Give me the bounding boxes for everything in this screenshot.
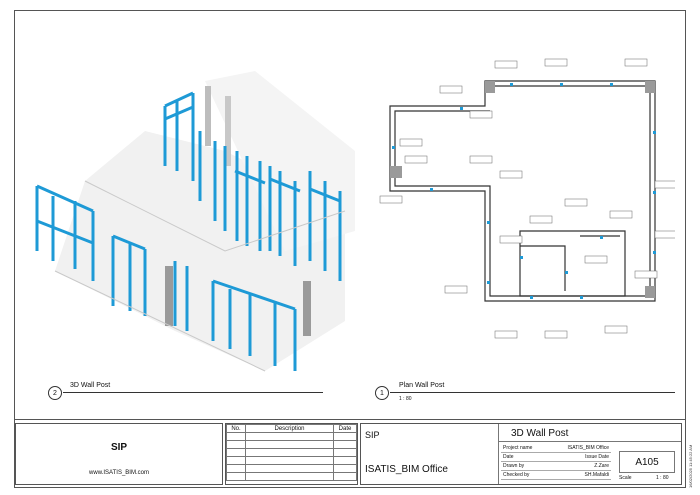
view-plan-wall-post[interactable] xyxy=(370,51,678,363)
table-row xyxy=(226,432,357,441)
table-row xyxy=(226,464,357,473)
revision-table-box: No. Description Date xyxy=(225,423,358,485)
meta-value: Issue Date xyxy=(547,452,611,462)
floor-plan xyxy=(379,58,678,339)
company-name: SIP xyxy=(110,442,128,453)
company-box: SIP www.ISATIS_BIM.com xyxy=(15,423,223,485)
table-row xyxy=(226,456,357,465)
table-row xyxy=(226,440,357,449)
title-divider-horizontal xyxy=(498,441,681,442)
meta-label: Project name xyxy=(501,444,548,453)
project-name: ISATIS_BIM Office xyxy=(365,464,448,475)
revision-header-description: Description xyxy=(245,424,334,433)
meta-value: SH.Mafaldi xyxy=(547,470,611,480)
view-scale-right: 1 : 80 xyxy=(399,396,412,402)
sheet-title: 3D Wall Post xyxy=(511,428,569,439)
title-block: SIP www.ISATIS_BIM.com No. Description D… xyxy=(15,419,685,488)
meta-label: Drawn by xyxy=(501,461,548,471)
scale-value: 1 : 80 xyxy=(656,475,669,481)
sheet-number: A105 xyxy=(619,451,675,473)
drawing-area: 2 3D Wall Post 1 Plan Wall Post 1 : 80 xyxy=(15,11,685,419)
view-3d-wall-post[interactable] xyxy=(25,71,355,391)
isometric-model xyxy=(35,71,355,372)
view-title-underline-left xyxy=(63,392,323,393)
revision-header-date: Date xyxy=(333,424,357,433)
title-divider-vertical xyxy=(498,424,499,484)
meta-label: Checked by xyxy=(501,470,548,480)
company-website[interactable]: www.ISATIS_BIM.com xyxy=(89,470,149,476)
view-title-underline-right xyxy=(390,392,675,393)
drawing-sheet: 2 3D Wall Post 1 Plan Wall Post 1 : 80 S… xyxy=(14,10,686,488)
meta-value: Z.Zare xyxy=(547,461,611,471)
revision-table: No. Description Date xyxy=(226,424,357,481)
sheet-info-box: SIP ISATIS_BIM Office 3D Wall Post Proje… xyxy=(360,423,682,485)
revision-header-no: No. xyxy=(226,424,246,433)
view-number-left: 2 xyxy=(48,386,62,400)
client-name: SIP xyxy=(365,430,380,440)
scale-label: Scale xyxy=(619,475,632,481)
view-title-left: 3D Wall Post xyxy=(70,382,111,389)
meta-value: ISATIS_BIM Office xyxy=(547,444,611,453)
meta-label: Date xyxy=(501,452,548,462)
view-number-right: 1 xyxy=(375,386,389,400)
table-row xyxy=(226,448,357,457)
print-timestamp: 16/02/2025 11:45:22 AM xyxy=(688,444,693,488)
view-title-right: Plan Wall Post xyxy=(399,382,445,389)
table-row xyxy=(226,472,357,481)
